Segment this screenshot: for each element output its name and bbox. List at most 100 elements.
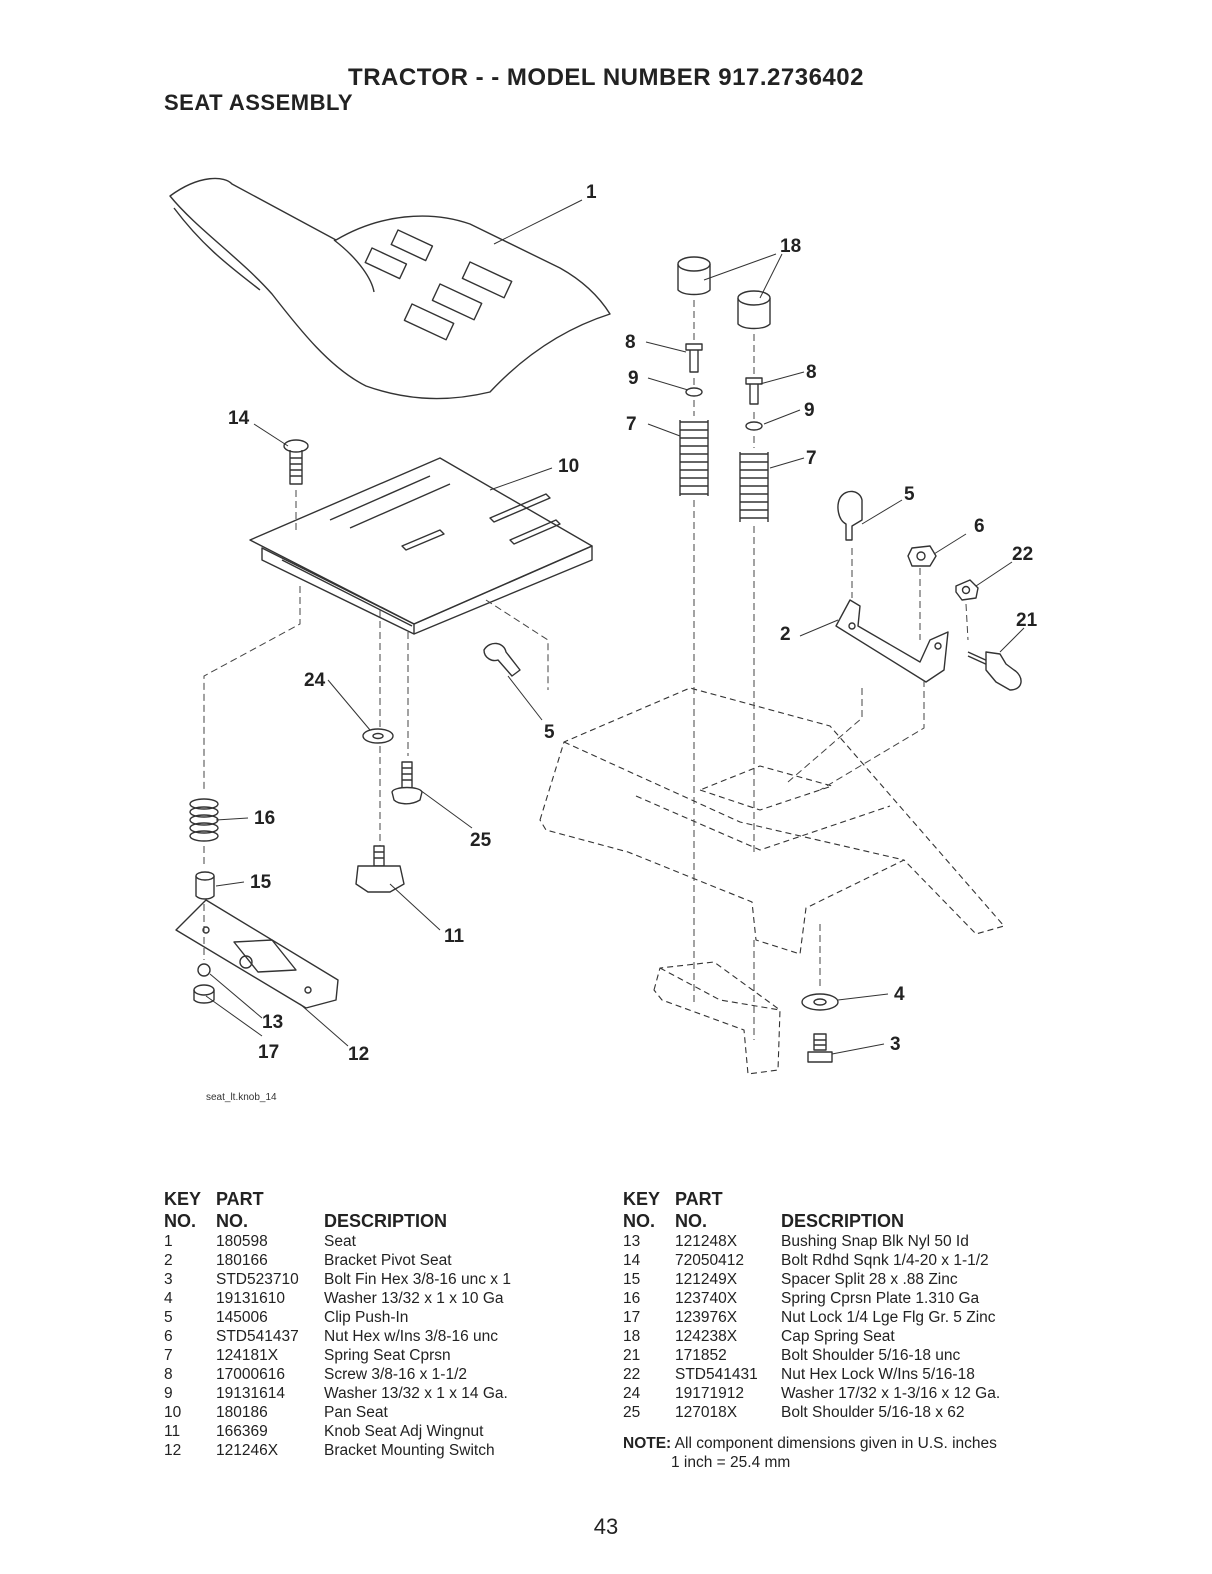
description-header: DESCRIPTION [324,1211,448,1231]
cap-18-left-part [677,256,711,296]
diagram-reference: seat_lt.knob_14 [206,1092,277,1103]
key-header-line2: NO. [623,1211,656,1231]
callout-1: 1 [586,182,597,203]
desc-cell: Spacer Split 28 x .88 Zinc [781,1271,958,1288]
pivot-bracket-2-part [835,599,949,683]
part-cell: 124238X [675,1328,738,1345]
part-cell: 180598 [216,1233,268,1250]
part-cell: STD541437 [216,1328,299,1345]
desc-cell: Washer 13/32 x 1 x 14 Ga. [324,1385,508,1402]
key-cell: 7 [164,1347,173,1364]
washer-4-part [801,993,839,1011]
callout-8-left: 8 [625,332,636,353]
screw-8-right-part [745,377,763,405]
key-cell: 8 [164,1366,173,1383]
part-cell: 121249X [675,1271,738,1288]
desc-cell: Pan Seat [324,1404,388,1421]
desc-cell: Washer 17/32 x 1-3/16 x 12 Ga. [781,1385,1001,1402]
seat-part [169,177,611,400]
part-cell: 127018X [675,1404,738,1421]
part-cell: 124181X [216,1347,279,1364]
part-header-line1: PART [216,1189,264,1209]
part-cell: 72050412 [675,1252,744,1269]
nut-22-part [955,579,979,601]
desc-cell: Bracket Mounting Switch [324,1442,495,1459]
key-cell: 6 [164,1328,173,1345]
part-cell: 121248X [675,1233,738,1250]
desc-cell: Screw 3/8-16 x 1-1/2 [324,1366,468,1383]
table-row: 6 STD541437 Nut Hex w/Ins 3/8-16 unc [164,1327,511,1346]
callout-18: 18 [780,236,801,257]
bushing-13-part [197,963,211,977]
callout-7-right: 7 [806,448,817,469]
bracket-12-part [175,899,339,1009]
part-cell: 19171912 [675,1385,744,1402]
callout-10: 10 [558,456,579,477]
part-cell: 166369 [216,1423,268,1440]
callout-7-left: 7 [626,414,637,435]
callout-3: 3 [890,1034,901,1055]
desc-cell: Bracket Pivot Seat [324,1252,452,1269]
callout-15: 15 [250,872,272,893]
spacer-15-part [195,871,215,900]
cap-18-right-part [737,290,771,330]
screw-8-left-part [685,343,703,373]
key-cell: 4 [164,1290,173,1307]
key-cell: 9 [164,1385,173,1402]
part-cell: STD541431 [675,1366,758,1383]
spring-7-left-part [679,420,709,496]
callout-5-right: 5 [904,484,915,505]
callout-17: 17 [258,1042,279,1063]
callout-12: 12 [348,1044,369,1065]
callout-22: 22 [1012,544,1033,565]
callout-9-left: 9 [628,368,639,389]
desc-cell: Cap Spring Seat [781,1328,895,1345]
washer-24-part [362,728,394,744]
clip-5-part [483,642,521,677]
key-header-line1: KEY [164,1189,202,1209]
nut-17-part [193,984,215,1004]
nut-6-part [907,545,937,567]
part-cell: 123740X [675,1290,738,1307]
table-row: 9 19131614 Washer 13/32 x 1 x 14 Ga. [164,1384,511,1403]
desc-cell: Washer 13/32 x 1 x 10 Ga [324,1290,504,1307]
dimension-note: NOTE: All component dimensions given in … [623,1434,997,1472]
callout-25: 25 [470,830,492,851]
key-cell: 10 [164,1404,182,1421]
spring-16-part [189,798,219,842]
key-cell: 24 [623,1385,641,1402]
desc-cell: Spring Cprsn Plate 1.310 Ga [781,1290,980,1307]
exploded-parts-diagram: 1 18 8 9 7 8 9 7 14 10 5 6 22 21 2 24 5 … [169,177,1038,1103]
desc-cell: Bolt Shoulder 5/16-18 x 62 [781,1404,965,1421]
part-cell: 145006 [216,1309,268,1326]
section-title: SEAT ASSEMBLY [164,90,354,115]
key-cell: 17 [623,1309,641,1326]
callout-14: 14 [228,408,250,429]
key-cell: 22 [623,1366,641,1383]
part-cell: 19131614 [216,1385,285,1402]
callout-2: 2 [780,624,791,645]
desc-cell: Bolt Shoulder 5/16-18 unc [781,1347,961,1364]
desc-cell: Seat [324,1233,356,1250]
desc-cell: Nut Hex w/Ins 3/8-16 unc [324,1328,499,1345]
page-title: TRACTOR - - MODEL NUMBER 917.2736402 [348,64,864,91]
part-cell: 123976X [675,1309,738,1326]
callout-4: 4 [894,984,905,1005]
callout-21: 21 [1016,610,1038,631]
desc-cell: Spring Seat Cprsn [324,1347,451,1364]
